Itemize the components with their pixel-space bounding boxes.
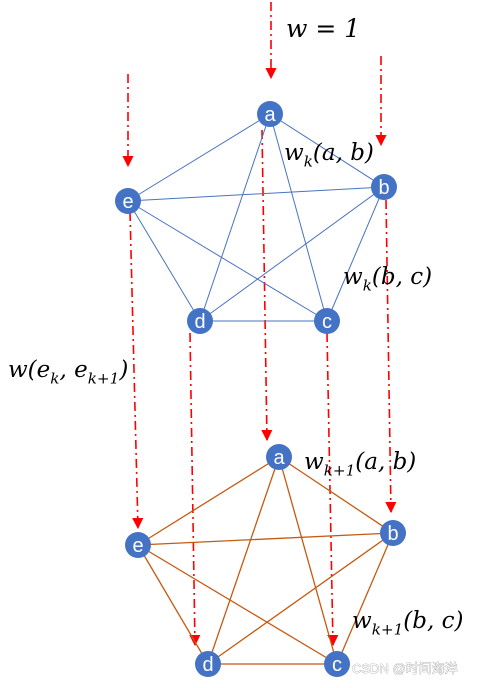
top-edge-a-c (269, 113, 328, 322)
top-edge-c-e (127, 200, 328, 322)
bottom-edge-c-e (137, 544, 338, 665)
top-edge-b-c (326, 186, 385, 322)
bottom-node-b-label: b (387, 523, 398, 545)
label-wk-bc: wk​(b, c) (343, 264, 432, 294)
bottom-node-b[interactable]: b (380, 520, 406, 546)
bottom-edge-d-e (137, 544, 209, 665)
top-node-e-label: e (122, 191, 133, 213)
arrow-d-to-d (189, 332, 201, 647)
label-w-equals-1: w = 1 (286, 14, 360, 43)
bottom-node-c[interactable]: c (324, 651, 350, 677)
arrow-a-to-a (261, 129, 273, 442)
bottom-edge-b-e (137, 532, 394, 546)
top-edge-a-b (269, 113, 385, 188)
bottom-edge-a-b (278, 456, 394, 534)
bottom-graph-nodes: a b c d e (125, 444, 406, 677)
bottom-edge-a-e (137, 456, 280, 546)
bottom-node-c-label: c (332, 654, 342, 676)
top-edge-a-d (199, 113, 271, 322)
top-node-e[interactable]: e (115, 188, 141, 214)
top-graph-nodes: a b c d e (115, 101, 397, 334)
top-node-a-label: a (264, 104, 276, 126)
label-wk1-ab: wk+1​(a, b) (304, 449, 416, 479)
bottom-node-d[interactable]: d (195, 651, 221, 677)
top-edge-a-e (127, 113, 271, 202)
bottom-edge-b-c (336, 532, 394, 665)
top-node-c[interactable]: c (314, 308, 340, 334)
arrow-c-to-c (326, 332, 339, 647)
top-edge-d-e (127, 200, 201, 322)
watermark: CSDN @时间海洋 (352, 661, 458, 676)
top-edge-b-d (199, 186, 385, 322)
bottom-node-e-label: e (132, 535, 143, 557)
bottom-edge-a-c (278, 456, 338, 665)
top-node-d[interactable]: d (187, 308, 213, 334)
bottom-node-a[interactable]: a (266, 444, 292, 470)
arrow-group (122, 2, 397, 647)
arrow-e-to-e (129, 211, 144, 530)
top-edge-b-e (127, 186, 385, 202)
bottom-node-e[interactable]: e (125, 532, 151, 558)
bottom-graph-edges (137, 456, 394, 665)
arrow-b-to-b (385, 199, 397, 514)
bottom-edge-a-d (207, 456, 280, 665)
label-wk1-bc: wk+1​(b, c) (352, 608, 463, 638)
top-node-b[interactable]: b (371, 174, 397, 200)
label-wk-ab: wk​(a, b) (284, 140, 374, 170)
bottom-edge-b-d (207, 532, 394, 665)
bottom-node-a-label: a (273, 447, 285, 469)
label-w-ek: w(ek​, ek+1​) (8, 357, 128, 387)
top-node-a[interactable]: a (257, 101, 283, 127)
bottom-node-d-label: d (202, 654, 213, 676)
top-node-b-label: b (378, 177, 389, 199)
top-node-d-label: d (194, 311, 205, 333)
top-node-c-label: c (322, 311, 332, 333)
top-graph-edges (127, 113, 385, 322)
